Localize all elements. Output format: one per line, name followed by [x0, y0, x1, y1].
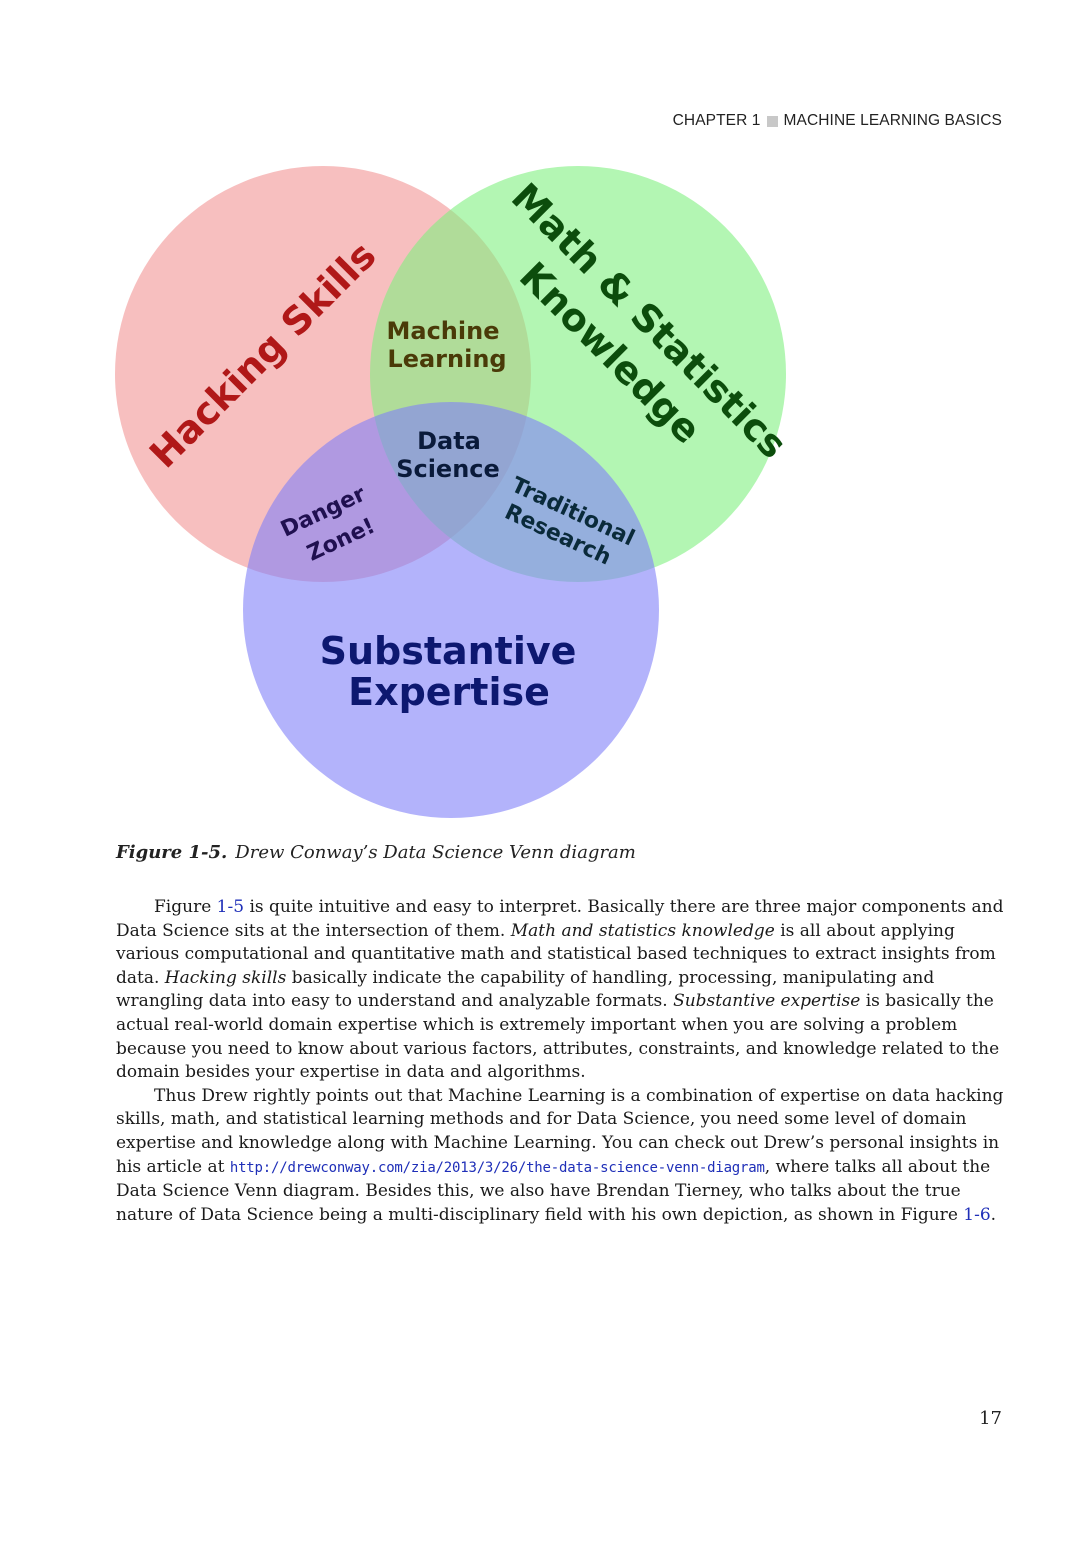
paragraph-text: is basically the actual real-world domai… [116, 991, 1000, 1083]
chapter-label: CHAPTER 1 [672, 112, 761, 129]
header-separator-square [766, 115, 778, 127]
machine-learning-label-line2: Learning [387, 345, 506, 373]
paragraph-text: Figure [154, 897, 217, 917]
emphasis-hacking-skills: Hacking skills [164, 967, 287, 988]
machine-learning-label: Machine [387, 317, 500, 345]
section-title: MACHINE LEARNING BASICS [783, 112, 1002, 129]
substantive-expertise-circle [243, 402, 659, 818]
drew-conway-article-link[interactable]: http://drewconway.com/zia/2013/3/26/the-… [229, 1159, 765, 1176]
figure-reference-link[interactable]: 1-6 [963, 1204, 991, 1225]
paragraph-1: Figure 1-5 is quite intuitive and easy t… [116, 896, 1004, 1085]
paragraph-text: Thus Drew rightly points out that Machin… [116, 1085, 1004, 1177]
paragraph-text: basically indicate the capability of han… [116, 967, 935, 1012]
substantive-expertise-label-line2: Expertise [348, 670, 550, 714]
body-text: Figure 1-5 is quite intuitive and easy t… [116, 896, 1004, 1227]
paragraph-text: is all about applying various computatio… [116, 920, 996, 988]
emphasis-substantive-expertise: Substantive expertise [673, 991, 861, 1012]
figure-reference-link[interactable]: 1-5 [216, 897, 245, 917]
venn-diagram: Hacking Skills Math & Statistics Knowled… [115, 166, 795, 818]
figure-caption: Figure 1-5. Drew Conway’s Data Science Ve… [116, 842, 636, 863]
running-header: CHAPTER 1 MACHINE LEARNING BASICS [673, 112, 1002, 130]
figure-number: Figure 1-5. [116, 842, 228, 863]
emphasis-math-statistics: Math and statistics knowledge [510, 920, 775, 941]
page-number: 17 [979, 1408, 1002, 1429]
figure-caption-text: Drew Conway’s Data Science Venn diagram [235, 842, 636, 863]
data-science-label: Data [417, 427, 481, 455]
paragraph-text: . [990, 1204, 997, 1225]
paragraph-text: , where talks all about the Data Science… [116, 1156, 991, 1225]
data-science-label-line2: Science [396, 455, 500, 483]
paragraph-text: is quite intuitive and easy to interpret… [116, 897, 1004, 941]
paragraph-2: Thus Drew rightly points out that Machin… [116, 1085, 1004, 1228]
substantive-expertise-label: Substantive [320, 629, 577, 673]
